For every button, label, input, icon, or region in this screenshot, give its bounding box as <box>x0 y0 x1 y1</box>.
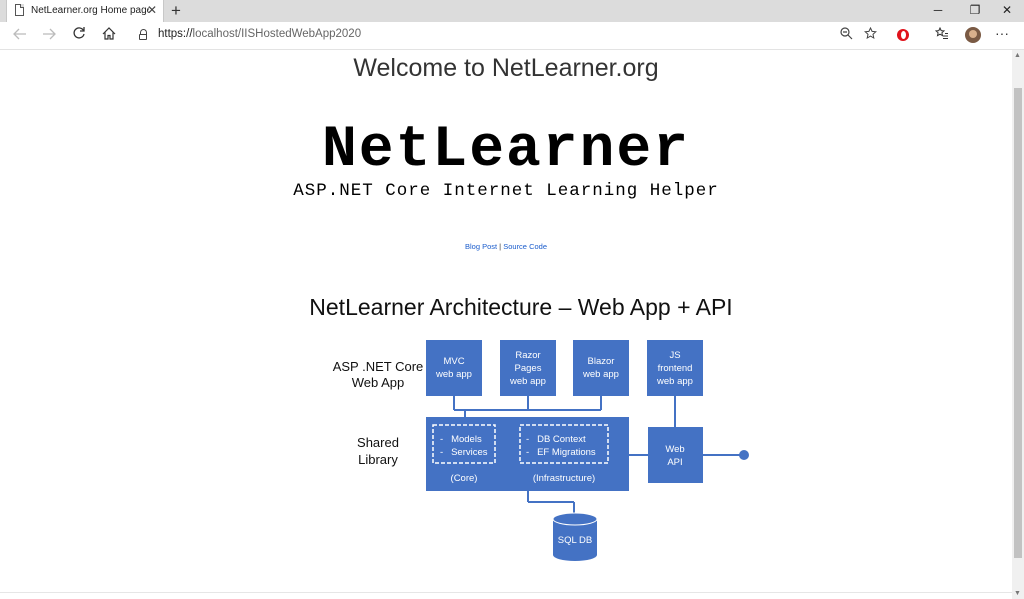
close-window-button[interactable]: ✕ <box>1001 3 1013 17</box>
minimize-button[interactable]: ─ <box>933 3 943 17</box>
page-icon <box>15 4 24 16</box>
svg-text:Web: Web <box>665 444 684 455</box>
blog-post-link[interactable]: Blog Post <box>464 242 498 251</box>
svg-text:web app: web app <box>656 376 693 387</box>
scroll-down-icon[interactable]: ▼ <box>1014 590 1021 597</box>
back-button[interactable] <box>9 25 31 45</box>
js-frontend-box <box>647 340 703 396</box>
new-tab-button[interactable]: + <box>171 1 181 20</box>
svg-text:Pages: Pages <box>515 363 542 374</box>
svg-text:- DB Context: - DB Context <box>526 434 586 445</box>
core-caption: (Core) <box>451 473 478 484</box>
svg-text:ASP .NET Core: ASP .NET Core <box>333 359 424 374</box>
diagram-title: NetLearner Architecture – Web App + API <box>309 294 732 320</box>
infrastructure-dashed-box <box>519 424 609 464</box>
zoom-icon[interactable] <box>840 27 853 44</box>
svg-text:JS: JS <box>669 350 680 361</box>
web-api-box <box>648 427 703 483</box>
svg-text:web app: web app <box>582 369 619 380</box>
restore-button[interactable]: ❐ <box>969 3 981 17</box>
links-row: Blog Post | Source Code <box>0 242 1012 251</box>
opera-extension-icon[interactable] <box>897 29 909 41</box>
svg-text:web app: web app <box>509 376 546 387</box>
profile-avatar[interactable] <box>965 27 981 43</box>
bottom-divider <box>0 592 1012 593</box>
tab-strip: NetLearner.org Home page - Ne ✕ + ─ ❐ ✕ <box>0 0 1024 22</box>
netlearner-logo: NetLearner <box>321 118 691 183</box>
svg-text:Razor: Razor <box>515 350 540 361</box>
refresh-button[interactable] <box>68 25 90 45</box>
forward-button[interactable] <box>38 25 60 45</box>
tab-netlearner[interactable]: NetLearner.org Home page - Ne ✕ <box>6 0 164 22</box>
mvc-box <box>426 340 482 396</box>
refresh-icon <box>73 27 85 39</box>
row1-label-line1: ASP .NET Core <box>333 359 424 374</box>
svg-text:Blazor: Blazor <box>588 356 615 367</box>
favorites-list-icon[interactable] <box>934 26 949 44</box>
row1-label-line2: Web App <box>352 375 405 390</box>
sql-db-cylinder <box>552 512 598 561</box>
svg-text:Web App: Web App <box>352 375 405 390</box>
source-code-link[interactable]: Source Code <box>503 242 547 251</box>
tab-close-icon[interactable]: ✕ <box>146 3 157 17</box>
blazor-box <box>573 340 629 396</box>
browser-toolbar: https://localhost/IISHostedWebApp2020 ··… <box>0 22 1024 50</box>
row2-label-line2: Library <box>358 452 398 467</box>
svg-text:(Core): (Core) <box>451 473 478 484</box>
home-button[interactable] <box>98 25 120 45</box>
lock-icon <box>139 29 147 40</box>
svg-text:frontend: frontend <box>658 363 693 374</box>
svg-text:- Models: - Models <box>440 434 482 445</box>
favorite-star-icon[interactable] <box>864 26 877 44</box>
architecture-diagram: NetLearner Architecture – Web App + API … <box>309 294 749 561</box>
svg-text:- Services: - Services <box>440 447 488 458</box>
shared-library-box <box>426 417 629 491</box>
page-content: Welcome to NetLearner.org NetLearner ASP… <box>0 50 1012 599</box>
svg-text:MVC: MVC <box>443 356 464 367</box>
svg-text:web app: web app <box>435 369 472 380</box>
core-dashed-box <box>432 424 496 464</box>
infrastructure-caption: (Infrastructure) <box>533 473 595 484</box>
sql-db-label: SQL DB <box>558 535 593 546</box>
svg-text:Shared: Shared <box>357 435 399 450</box>
svg-text:API: API <box>667 457 682 468</box>
home-icon <box>102 27 116 40</box>
tab-title: NetLearner.org Home page - Ne <box>31 5 149 16</box>
back-arrow-icon <box>13 28 26 40</box>
forward-arrow-icon <box>43 28 56 40</box>
svg-text:(Infrastructure): (Infrastructure) <box>533 473 595 484</box>
svg-text:- EF Migrations: - EF Migrations <box>526 447 596 458</box>
link-separator: | <box>497 242 504 251</box>
razor-pages-box <box>500 340 556 396</box>
logo-tagline: ASP.NET Core Internet Learning Helper <box>293 181 719 201</box>
scroll-up-icon[interactable]: ▲ <box>1014 52 1021 59</box>
svg-text:Library: Library <box>358 452 398 467</box>
url-text: https://localhost/IISHostedWebApp2020 <box>158 28 362 40</box>
scrollbar-thumb[interactable] <box>1014 88 1022 558</box>
welcome-heading: Welcome to NetLearner.org <box>353 54 659 82</box>
api-endpoint-dot <box>739 450 749 460</box>
address-bar[interactable]: https://localhost/IISHostedWebApp2020 <box>130 24 888 46</box>
vertical-scrollbar[interactable]: ▲ ▼ <box>1012 50 1024 599</box>
more-menu-icon[interactable]: ··· <box>995 25 1009 41</box>
row2-label-line1: Shared <box>357 435 399 450</box>
svg-text:SQL DB: SQL DB <box>558 535 593 546</box>
